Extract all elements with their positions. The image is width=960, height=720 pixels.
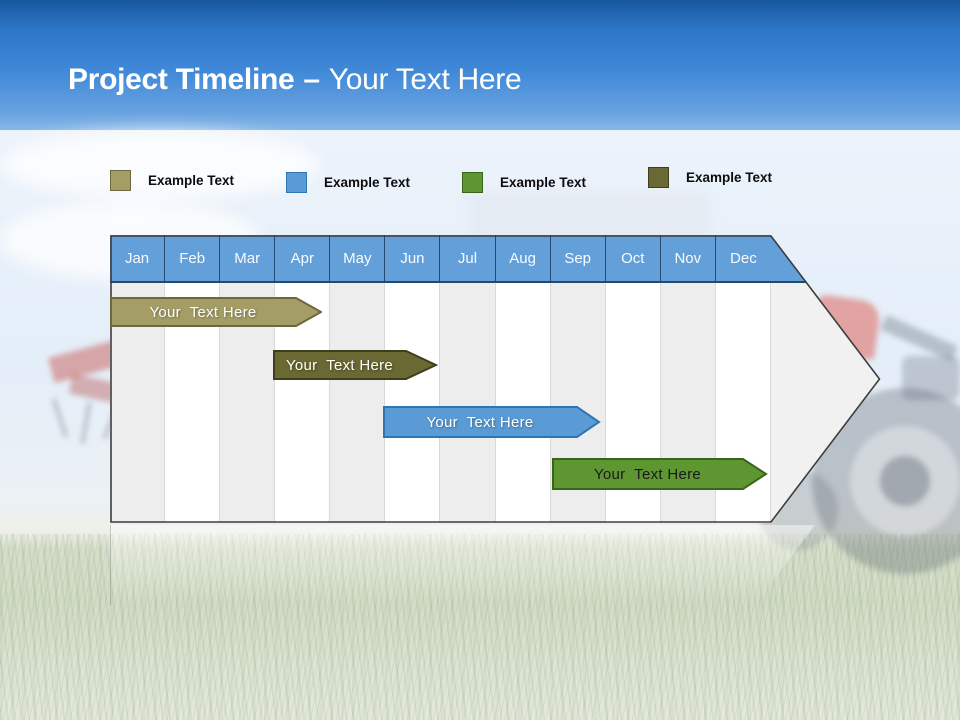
page-title[interactable]: Project Timeline–Your Text Here bbox=[68, 61, 522, 99]
grid-column bbox=[385, 283, 441, 523]
task-bar-1-shape bbox=[110, 297, 322, 327]
month-cell-jul: Jul bbox=[440, 235, 496, 281]
bg-machinery-top bbox=[470, 192, 710, 240]
bg-cloud bbox=[0, 130, 320, 200]
bg-tractor-hub bbox=[880, 456, 930, 506]
month-cell-feb: Feb bbox=[165, 235, 221, 281]
task-bar-3[interactable]: Your Text Here bbox=[383, 406, 601, 438]
legend-swatch-blue bbox=[286, 172, 307, 193]
legend-label: Example Text bbox=[500, 175, 587, 190]
legend-swatch-green bbox=[462, 172, 483, 193]
legend-item-darkolive[interactable]: Example Text bbox=[648, 167, 772, 188]
month-cell-apr: Apr bbox=[275, 235, 331, 281]
bg-tractor-arm bbox=[902, 356, 960, 400]
task-bar-4-label: Your Text Here bbox=[593, 465, 702, 483]
task-bar-2-shape bbox=[273, 350, 438, 380]
month-cell-oct: Oct bbox=[606, 235, 661, 281]
grid-column bbox=[330, 283, 386, 523]
month-cell-sep: Sep bbox=[551, 235, 606, 281]
arrowhead-area bbox=[770, 283, 880, 523]
month-cell-jun: Jun bbox=[385, 235, 441, 281]
bg-implement-tines bbox=[51, 398, 69, 438]
task-bar-2-label: Your Text Here bbox=[285, 356, 394, 374]
legend-label: Example Text bbox=[148, 173, 235, 188]
month-cell-dec: Dec bbox=[730, 249, 757, 267]
task-bar-3-label: Your Text Here bbox=[426, 413, 534, 431]
task-bar-1[interactable]: Your Text Here bbox=[110, 297, 322, 327]
bg-implement-tines bbox=[80, 401, 92, 445]
task-bar-4[interactable]: Your Text Here bbox=[552, 458, 768, 490]
title-subtitle: Your Text Here bbox=[328, 63, 522, 96]
title-main: Project Timeline bbox=[68, 63, 295, 96]
month-cell-may: May bbox=[330, 235, 386, 281]
grid-column bbox=[440, 283, 496, 523]
grid-column bbox=[495, 283, 551, 523]
table-reflection bbox=[110, 525, 815, 605]
month-cell-jan: Jan bbox=[110, 235, 166, 281]
task-bar-1-label: Your Text Here bbox=[149, 303, 257, 321]
month-cell-mar: Mar bbox=[220, 235, 276, 281]
task-bar-3-shape bbox=[383, 406, 601, 438]
legend-item-green[interactable]: Example Text bbox=[462, 172, 586, 193]
task-bar-4-shape bbox=[552, 458, 768, 490]
legend-item-olive[interactable]: Example Text bbox=[110, 170, 234, 191]
month-header-row: Jan Feb Mar Apr May Jun Jul Aug Sep Oct … bbox=[110, 235, 880, 283]
legend-swatch-darkolive bbox=[648, 167, 669, 188]
month-cell-aug: Aug bbox=[496, 235, 551, 281]
month-cell-nov: Nov bbox=[661, 235, 716, 281]
legend-label: Example Text bbox=[324, 175, 411, 190]
task-bar-2[interactable]: Your Text Here bbox=[273, 350, 438, 380]
legend-label: Example Text bbox=[686, 170, 773, 185]
legend-item-blue[interactable]: Example Text bbox=[286, 172, 410, 193]
bg-tractor-arm bbox=[880, 314, 958, 362]
title-separator: – bbox=[303, 63, 320, 96]
legend-swatch-olive bbox=[110, 170, 131, 191]
